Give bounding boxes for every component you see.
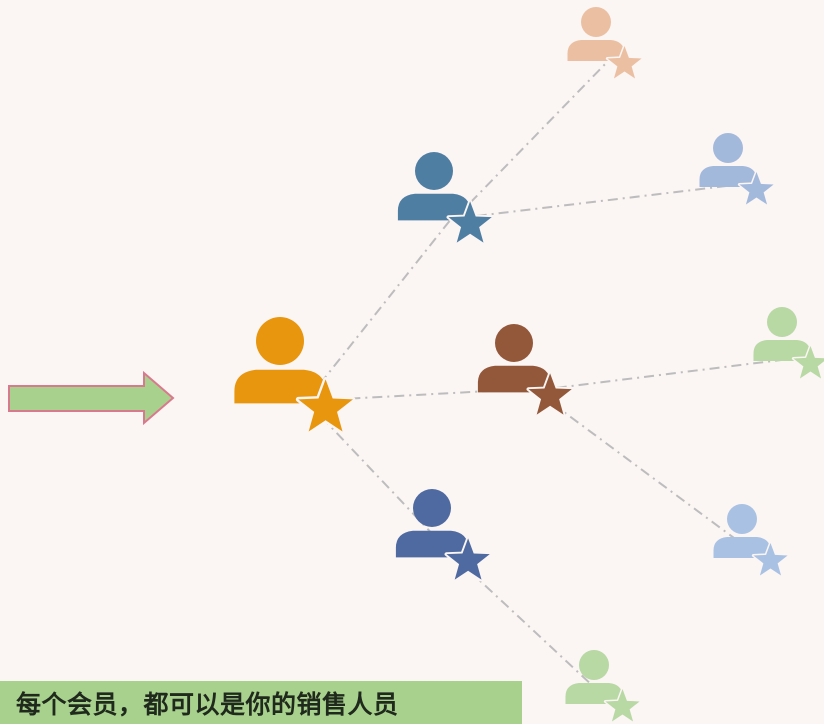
member-head	[713, 133, 743, 163]
member-body	[567, 40, 625, 61]
connector-lines	[305, 57, 798, 702]
star-icon	[751, 541, 790, 578]
member-star-icon	[567, 7, 644, 81]
member-star-icon	[397, 152, 494, 245]
star-icon	[526, 371, 574, 417]
connector-line	[534, 389, 758, 556]
member-body	[395, 530, 469, 558]
star-icon	[603, 687, 642, 724]
right-arrow-icon	[8, 370, 175, 426]
member-head	[413, 489, 451, 527]
star-icon	[605, 44, 644, 81]
member-head	[256, 317, 304, 365]
star-icon	[791, 344, 824, 381]
member-star-icon	[234, 317, 356, 434]
member-body	[699, 166, 757, 187]
member-star-icon	[395, 489, 492, 582]
member-nodes	[234, 7, 824, 724]
member-star-icon	[699, 133, 776, 207]
caption-text: 每个会员，都可以是你的销售人员	[16, 689, 399, 719]
connector-line	[305, 215, 454, 402]
star-icon	[295, 377, 356, 434]
member-star-icon	[477, 324, 574, 417]
connector-line	[534, 357, 798, 392]
member-head	[579, 650, 609, 680]
member-head	[767, 307, 797, 337]
star-icon	[737, 170, 776, 207]
star-icon	[444, 536, 492, 582]
member-body	[397, 193, 471, 221]
connector-line	[452, 554, 610, 702]
member-body	[713, 537, 771, 558]
member-head	[495, 324, 533, 362]
caption-banner: 每个会员，都可以是你的销售人员	[0, 681, 522, 724]
connector-line	[454, 57, 612, 220]
member-head	[415, 152, 453, 190]
member-star-icon	[565, 650, 642, 724]
connector-line	[454, 183, 744, 220]
member-star-icon	[753, 307, 824, 381]
star-icon	[446, 199, 494, 245]
member-star-icon	[713, 504, 790, 578]
member-body	[477, 365, 551, 393]
member-body	[753, 340, 811, 361]
member-body	[565, 683, 623, 704]
member-body	[234, 369, 326, 404]
member-head	[727, 504, 757, 534]
member-head	[581, 7, 611, 37]
